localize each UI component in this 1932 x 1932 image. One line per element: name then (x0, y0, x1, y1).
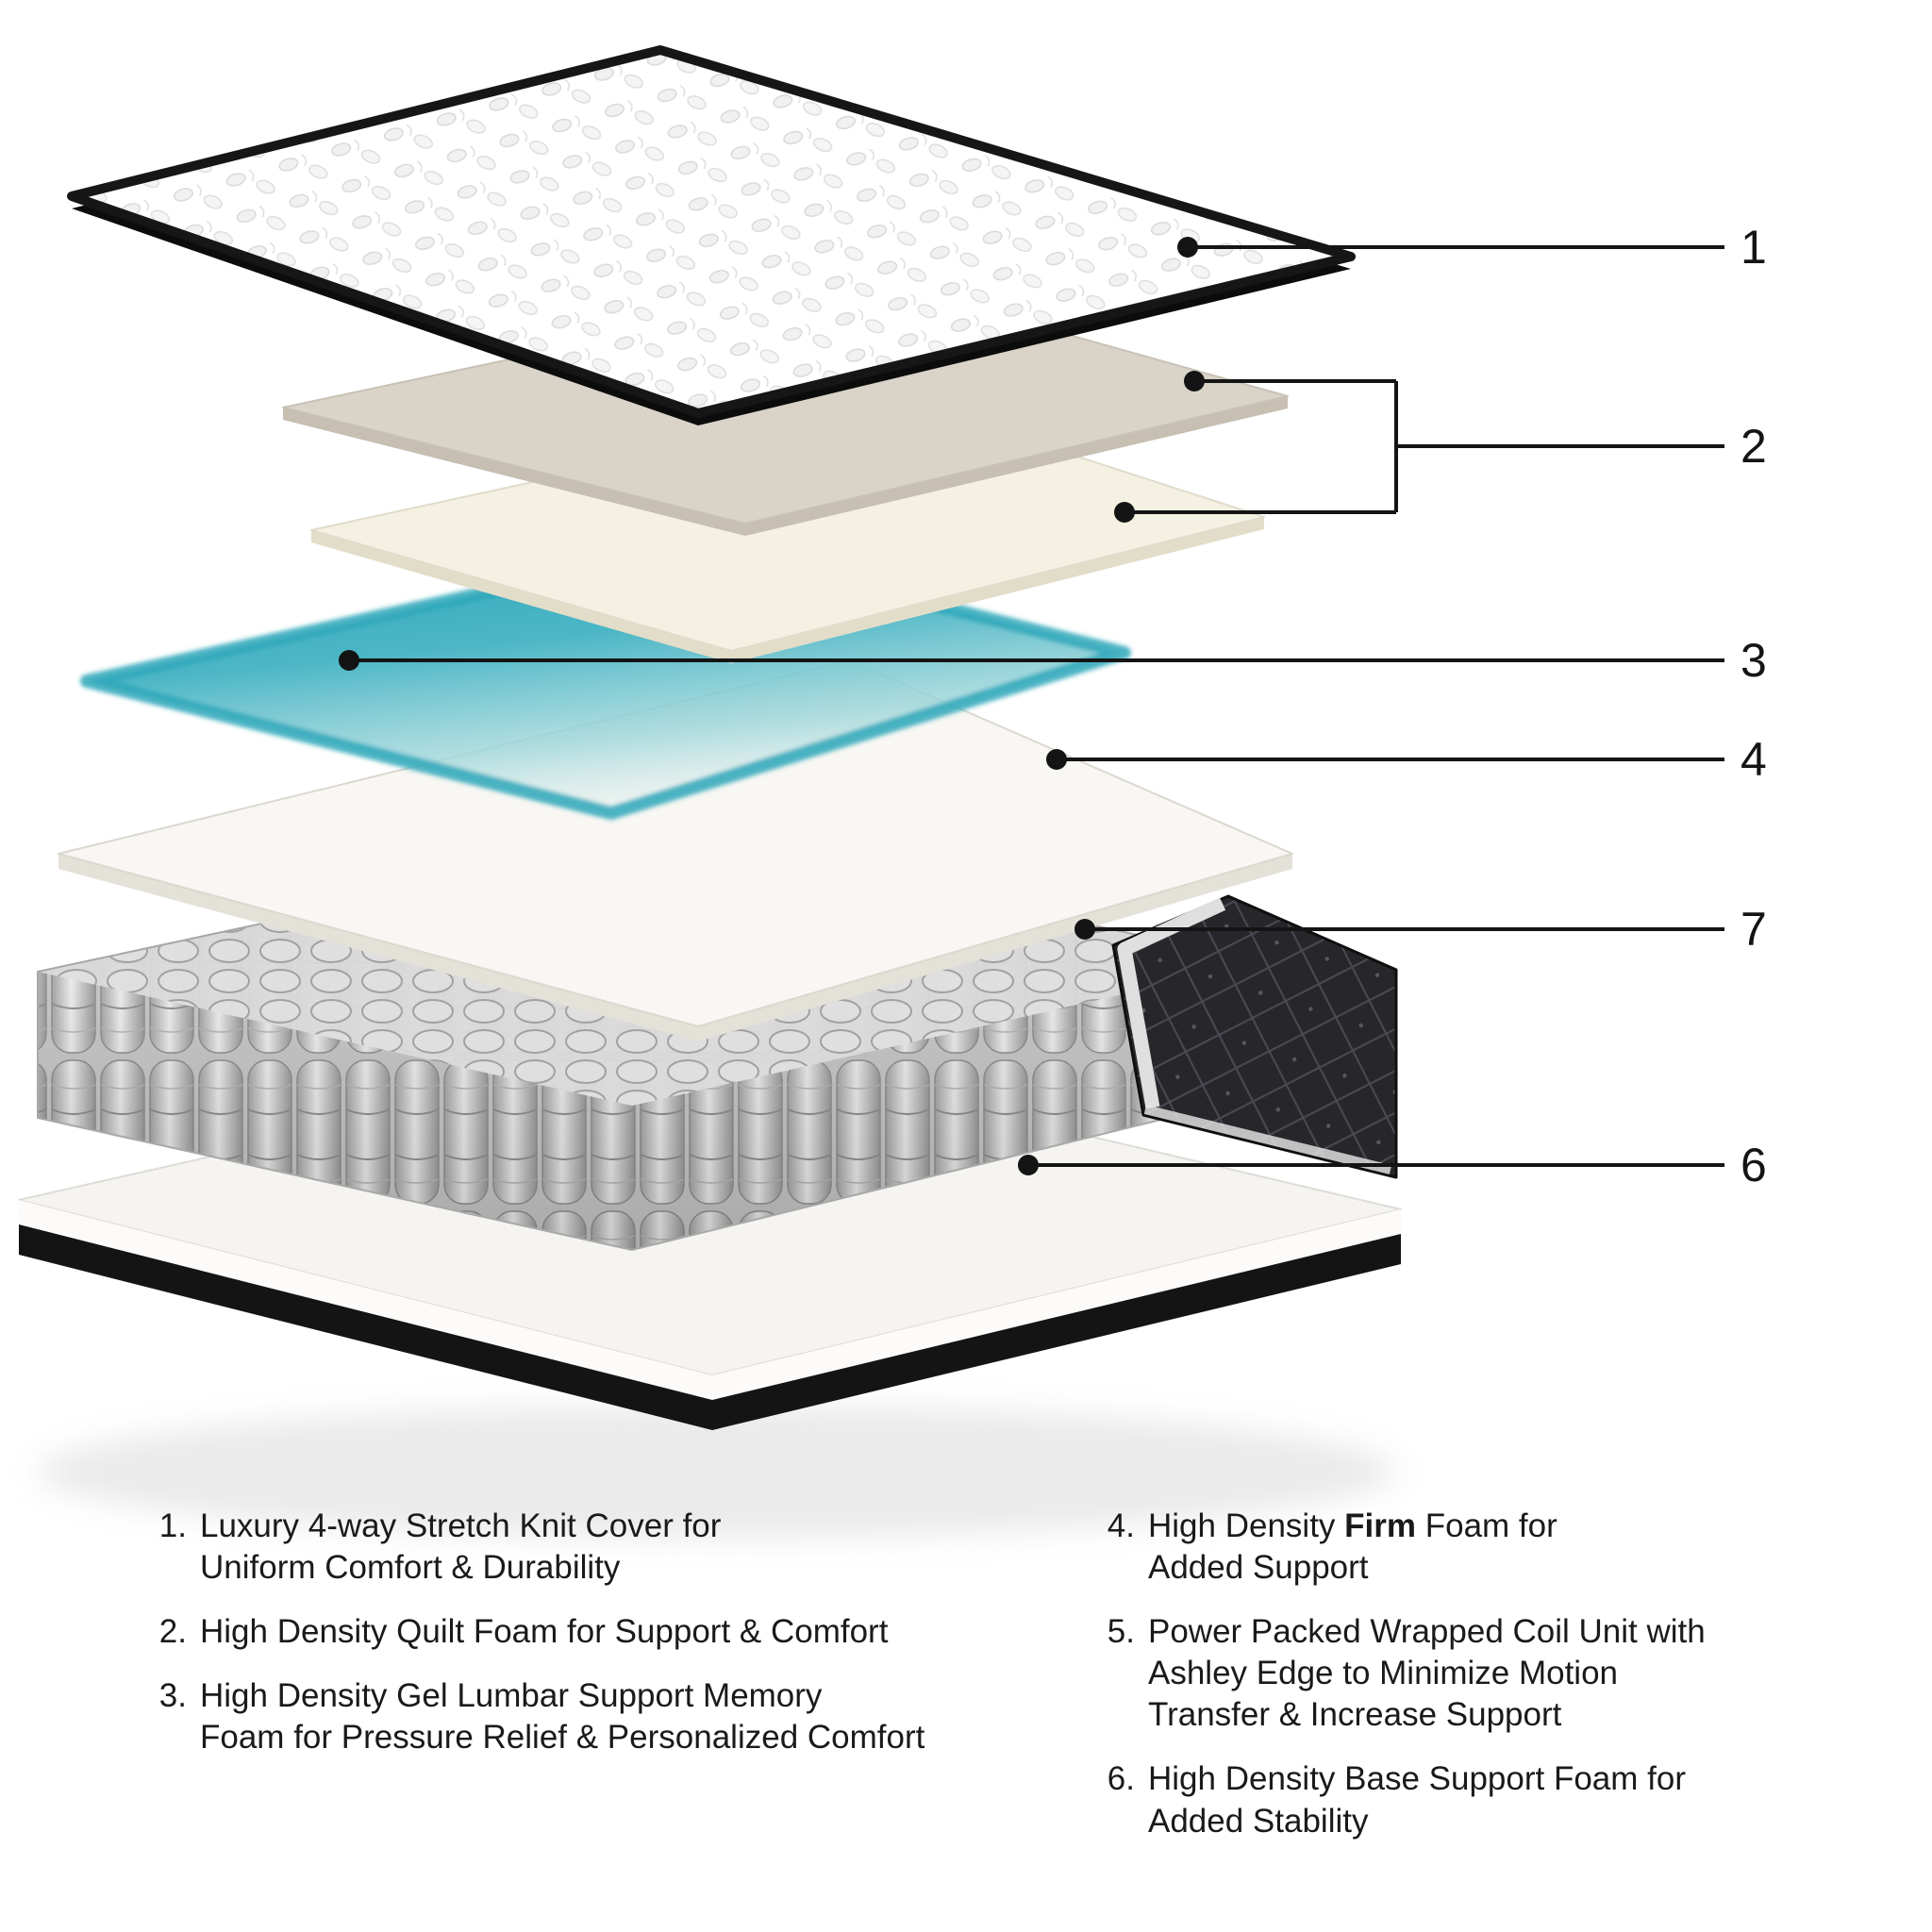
legend-item-2-number: 2. (158, 1613, 187, 1651)
legend-item-4: 4. High Density Firm Foam for Added Supp… (1090, 1506, 1863, 1589)
legend-item-5-number: 5. (1107, 1613, 1135, 1651)
legend-item-2: 2. High Density Quilt Foam for Support &… (142, 1611, 972, 1653)
base-foam-bottom-rim (19, 1224, 1401, 1430)
edge-fabric-binding (1117, 897, 1226, 1109)
coil-right-shade (632, 962, 1264, 1250)
quilt-foam-lower-side (311, 517, 1264, 663)
callout-3-dot (339, 650, 359, 671)
callout-2-line (1124, 379, 1724, 514)
callout-label-4: 4 (1740, 733, 1767, 786)
legend-item-4-text: High Density Firm Foam for Added Support (1148, 1507, 1557, 1587)
callout-labels: 1 2 3 4 7 6 (1740, 221, 1767, 1191)
callout-label-3: 3 (1740, 634, 1767, 687)
firm-foam-layer (58, 659, 1293, 1041)
firm-foam-top-face (58, 659, 1293, 1027)
legend-item-1: 1. Luxury 4-way Stretch Knit Cover for U… (142, 1506, 972, 1589)
legend-item-5: 5. Power Packed Wrapped Coil Unit with A… (1090, 1611, 1863, 1736)
cover-border (67, 45, 1356, 418)
legend-item-6: 6. High Density Base Support Foam for Ad… (1090, 1758, 1863, 1841)
callout-dots (339, 237, 1205, 1175)
callout-2-dot-lower (1114, 502, 1135, 523)
floor-shadow (38, 1406, 1396, 1538)
legend-column-right: 4. High Density Firm Foam for Added Supp… (1090, 1506, 1863, 1865)
callout-label-6: 6 (1740, 1139, 1767, 1191)
legend-item-2-text: High Density Quilt Foam for Support & Co… (200, 1613, 889, 1651)
callout-label-1: 1 (1740, 221, 1767, 274)
legend-item-6-number: 6. (1107, 1760, 1135, 1798)
coil-left-shade (38, 972, 632, 1250)
callout-6-dot (1018, 1155, 1039, 1175)
legend-column-left: 1. Luxury 4-way Stretch Knit Cover for U… (142, 1506, 972, 1781)
callout-label-7: 7 (1740, 903, 1767, 956)
callout-4-dot (1046, 749, 1067, 770)
legend-item-4-bold: Firm (1344, 1507, 1416, 1544)
quilt-foam-upper-side (283, 396, 1288, 536)
legend-item-3: 3. High Density Gel Lumbar Support Memor… (142, 1675, 972, 1758)
cover-quilt-texture (72, 50, 1351, 413)
stretch-knit-cover-layer (67, 45, 1356, 425)
callout-2-dot-upper (1184, 371, 1205, 391)
legend-item-3-text: High Density Gel Lumbar Support Memory F… (200, 1677, 925, 1757)
callout-label-2: 2 (1740, 420, 1767, 473)
edge-fabric-bottom-binding (1143, 1105, 1392, 1174)
legend-item-4-number: 4. (1107, 1507, 1135, 1544)
callout-lines (349, 245, 1724, 1167)
legend: 1. Luxury 4-way Stretch Knit Cover for U… (142, 1506, 1906, 1902)
callout-1-dot (1177, 237, 1198, 258)
legend-item-3-number: 3. (158, 1677, 187, 1715)
legend-item-1-number: 1. (158, 1507, 187, 1544)
legend-item-6-text: High Density Base Support Foam for Added… (1148, 1760, 1686, 1840)
base-foam-side-face (19, 1200, 1401, 1400)
edge-fabric-cutaway (1111, 894, 1398, 1179)
legend-item-5-text: Power Packed Wrapped Coil Unit with Ashl… (1148, 1613, 1706, 1734)
legend-item-1-text: Luxury 4-way Stretch Knit Cover for Unif… (200, 1507, 722, 1587)
callout-7-dot (1074, 919, 1095, 940)
